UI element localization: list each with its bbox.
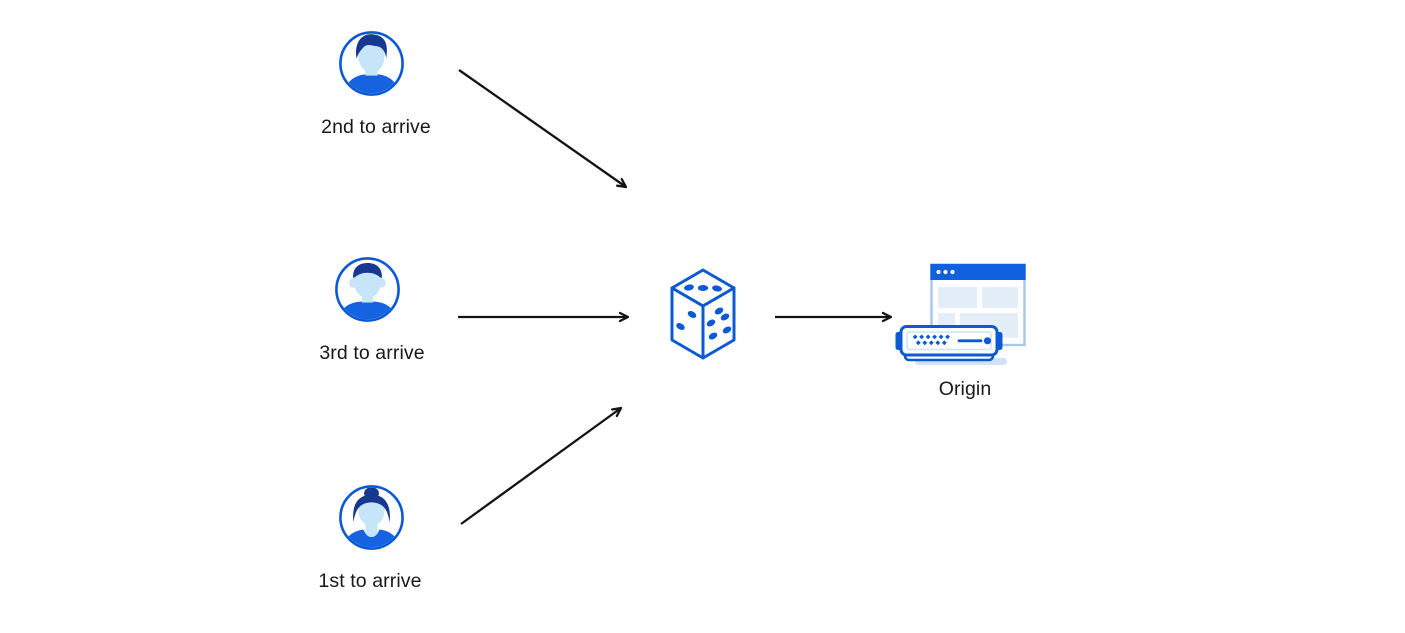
origin-server-icon [895,263,1026,365]
arrow-first-to-dice [460,406,623,525]
client-label: 3rd to arrive [319,342,425,364]
client-label: 1st to arrive [318,570,422,592]
client-node-second: 2nd to arrive [321,30,431,138]
male-swept-hair-avatar-icon [339,31,404,96]
dice-icon [670,268,736,360]
client-node-first: 1st to arrive [318,484,421,592]
random-selector-node [667,267,739,366]
client-node-third: 3rd to arrive [319,256,425,364]
origin-node: Origin [893,262,1033,400]
female-bun-hair-avatar-icon [339,485,404,550]
client-label: 2nd to arrive [321,116,431,138]
origin-label: Origin [938,378,992,400]
arrow-second-to-dice [458,69,628,189]
male-short-hair-avatar-icon [335,257,400,322]
